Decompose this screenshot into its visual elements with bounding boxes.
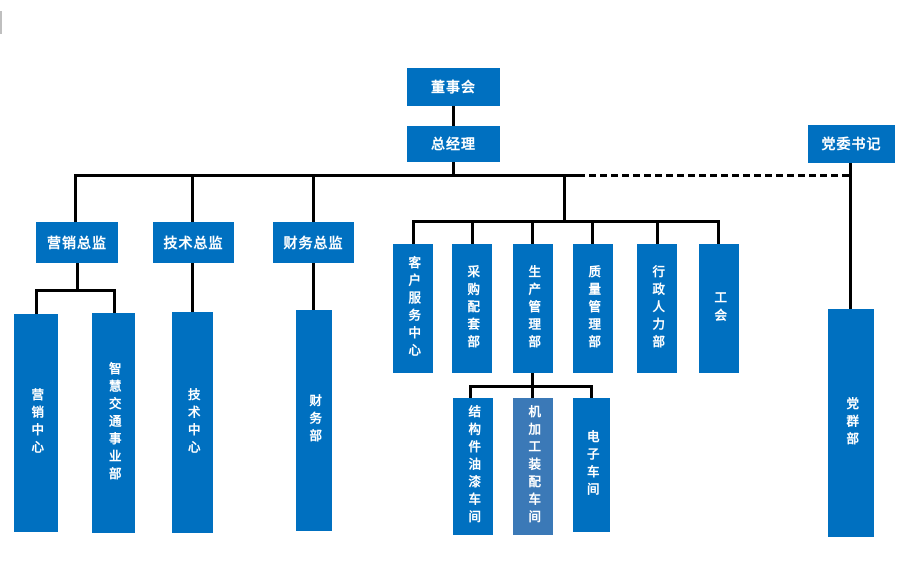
connector-line [471,220,474,244]
connector-line [531,385,534,398]
org-node-finance-dept[interactable]: 财务部 [296,310,332,531]
connector-line [656,220,659,244]
org-node-tech-center-label: 技术中心 [185,387,201,458]
org-node-finance-director-label: 财务总监 [283,235,344,252]
org-node-marketing-center[interactable]: 营销中心 [14,314,58,532]
org-node-electronics-workshop[interactable]: 电子车间 [573,398,610,532]
org-node-tech-director[interactable]: 技术总监 [153,222,234,263]
org-node-quality-management-label: 质量管理部 [586,264,602,353]
org-node-production-management[interactable]: 生产管理部 [513,244,553,373]
connector-line [717,220,720,244]
connector-line [452,106,455,126]
connector-line [312,174,315,222]
org-node-marketing-director[interactable]: 营销总监 [36,222,118,263]
connector-line [563,174,566,223]
org-node-smart-transport-division-label: 智慧交通事业部 [106,361,122,485]
org-node-electronics-workshop-label: 电子车间 [584,430,600,500]
org-node-finance-director[interactable]: 财务总监 [273,222,354,263]
org-node-labor-union-label: 工会 [712,291,728,326]
org-node-general-manager-label: 总经理 [431,137,476,153]
org-node-structural-paint-workshop[interactable]: 结构件油漆车间 [453,398,493,535]
connector-line [531,373,534,387]
org-node-smart-transport-division[interactable]: 智慧交通事业部 [92,313,135,533]
connector-line-dashed [578,174,852,177]
connector-line [590,385,593,398]
org-node-marketing-center-label: 营销中心 [29,388,45,458]
org-node-quality-management[interactable]: 质量管理部 [573,244,613,373]
org-node-board-label: 董事会 [431,80,476,96]
connector-line [412,220,415,244]
org-node-finance-dept-label: 财务部 [307,394,323,447]
connector-line [412,220,720,223]
connector-line [191,174,194,222]
connector-line [113,289,116,313]
org-node-admin-hr-label: 行政人力部 [650,264,666,353]
org-node-labor-union[interactable]: 工会 [699,244,739,373]
org-node-party-mass-dept-label: 党群部 [844,396,860,450]
connector-line [591,220,594,244]
org-node-marketing-director-label: 营销总监 [47,235,107,252]
org-node-tech-center[interactable]: 技术中心 [172,312,213,533]
org-node-production-management-label: 生产管理部 [526,264,542,353]
connector-line [531,220,534,244]
connector-line [35,289,38,314]
connector-line [312,263,315,310]
org-node-procurement-support-label: 采购配套部 [465,264,481,353]
org-node-party-mass-dept[interactable]: 党群部 [828,309,874,537]
org-node-general-manager[interactable]: 总经理 [407,126,500,162]
connector-line [469,385,472,398]
org-node-machining-assembly-workshop-label: 机加工装配车间 [526,405,542,528]
org-node-tech-director-label: 技术总监 [163,235,224,252]
connector-line [35,289,116,292]
org-node-machining-assembly-workshop[interactable]: 机加工装配车间 [513,398,553,535]
connector-line [452,162,455,175]
connector-line [74,174,77,222]
org-node-customer-service-center[interactable]: 客户服务中心 [393,244,433,373]
org-node-structural-paint-workshop-label: 结构件油漆车间 [466,405,482,528]
connector-line [74,174,578,177]
org-node-party-secretary-label: 党委书记 [821,137,882,153]
org-node-procurement-support[interactable]: 采购配套部 [452,244,492,373]
org-node-customer-service-center-label: 客户服务中心 [406,256,422,361]
connector-line [849,163,852,309]
connector-line [191,263,194,312]
window-edge-artifact [0,11,2,34]
org-node-admin-hr[interactable]: 行政人力部 [637,244,677,373]
connector-line [76,263,79,291]
org-node-party-secretary[interactable]: 党委书记 [808,125,895,163]
org-node-board[interactable]: 董事会 [407,68,500,106]
